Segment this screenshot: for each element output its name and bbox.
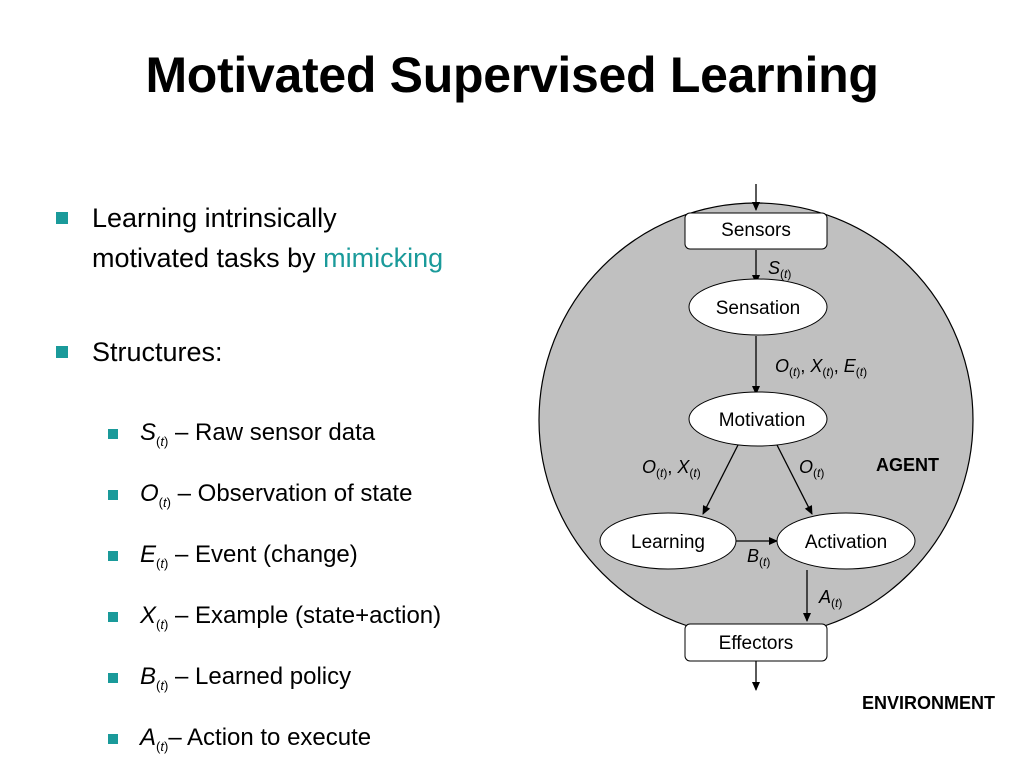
sub-bullet-square-icon xyxy=(108,734,118,744)
highlight-mimicking: mimicking xyxy=(323,243,444,273)
label-o-t-right: O(t) xyxy=(799,457,824,480)
list-item: O(t) – Observation of state xyxy=(56,479,556,518)
item-symbol: A xyxy=(140,724,157,751)
item-symbol: X xyxy=(140,602,157,629)
bullet-list: Learning intrinsically motivated tasks b… xyxy=(56,198,556,784)
arrow-motivation-learning xyxy=(702,444,739,515)
label-b-t: B(t) xyxy=(747,546,770,569)
item-subscript: (t) xyxy=(156,434,169,449)
list-item: X(t) – Example (state+action) xyxy=(56,601,556,640)
item-symbol: S xyxy=(140,419,157,446)
motivation-label: Motivation xyxy=(719,410,806,431)
sub-bullet-square-icon xyxy=(108,612,118,622)
list-item: S(t) – Raw sensor data xyxy=(56,418,556,457)
bullet-learning-line2: motivated tasks by xyxy=(92,243,324,273)
item-subscript: (t) xyxy=(156,556,169,571)
item-subscript: (t) xyxy=(158,495,171,510)
item-desc: – Example (state+action) xyxy=(168,602,442,629)
activation-label: Activation xyxy=(805,532,887,553)
item-subscript: (t) xyxy=(156,739,169,754)
item-subscript: (t) xyxy=(156,617,169,632)
bullet-structures-label: Structures: xyxy=(92,337,223,367)
item-desc: – Observation of state xyxy=(170,480,413,507)
sub-bullet-square-icon xyxy=(108,673,118,683)
item-symbol: E xyxy=(140,541,157,568)
sub-bullet-square-icon xyxy=(108,551,118,561)
label-o-x-t-left: O(t), X(t) xyxy=(642,457,701,480)
item-symbol: O xyxy=(140,480,159,507)
item-desc: – Event (change) xyxy=(168,541,358,568)
arrow-motivation-activation xyxy=(776,444,813,515)
bullet-square-icon xyxy=(56,212,68,224)
list-item: A(t)– Action to execute xyxy=(56,723,556,762)
bullet-learning: Learning intrinsically motivated tasks b… xyxy=(56,198,556,278)
agent-label: AGENT xyxy=(876,455,939,475)
sensors-box xyxy=(684,212,828,250)
activation-node xyxy=(776,512,916,570)
label-o-x-e-t: O(t), X(t), E(t) xyxy=(775,356,867,379)
item-subscript: (t) xyxy=(156,678,169,693)
item-desc: – Learned policy xyxy=(168,663,352,690)
agent-diagram: Sensors Sensation Motivation Learning Ac… xyxy=(538,184,995,713)
environment-label: ENVIRONMENT xyxy=(862,693,995,713)
structures-list: S(t) – Raw sensor data O(t) – Observatio… xyxy=(56,418,556,762)
effectors-label: Effectors xyxy=(719,633,794,654)
sub-bullet-square-icon xyxy=(108,490,118,500)
list-item: B(t) – Learned policy xyxy=(56,662,556,701)
label-a-t: A(t) xyxy=(818,587,842,610)
bullet-learning-line1: Learning intrinsically xyxy=(92,203,337,233)
learning-label: Learning xyxy=(631,532,705,553)
learning-node xyxy=(599,512,737,570)
list-item: E(t) – Event (change) xyxy=(56,540,556,579)
bullet-square-icon xyxy=(56,346,68,358)
item-symbol: B xyxy=(140,663,157,690)
effectors-box xyxy=(684,623,828,662)
slide-title: Motivated Supervised Learning xyxy=(145,47,879,103)
bullet-structures: Structures: xyxy=(56,332,556,372)
item-desc: – Raw sensor data xyxy=(168,419,376,446)
sensors-label: Sensors xyxy=(721,220,791,241)
sensation-label: Sensation xyxy=(716,298,801,319)
item-desc: – Action to execute xyxy=(168,724,372,751)
label-s-t: S(t) xyxy=(768,258,791,281)
sensation-node xyxy=(688,278,828,336)
motivation-node xyxy=(688,391,828,447)
sub-bullet-square-icon xyxy=(108,429,118,439)
